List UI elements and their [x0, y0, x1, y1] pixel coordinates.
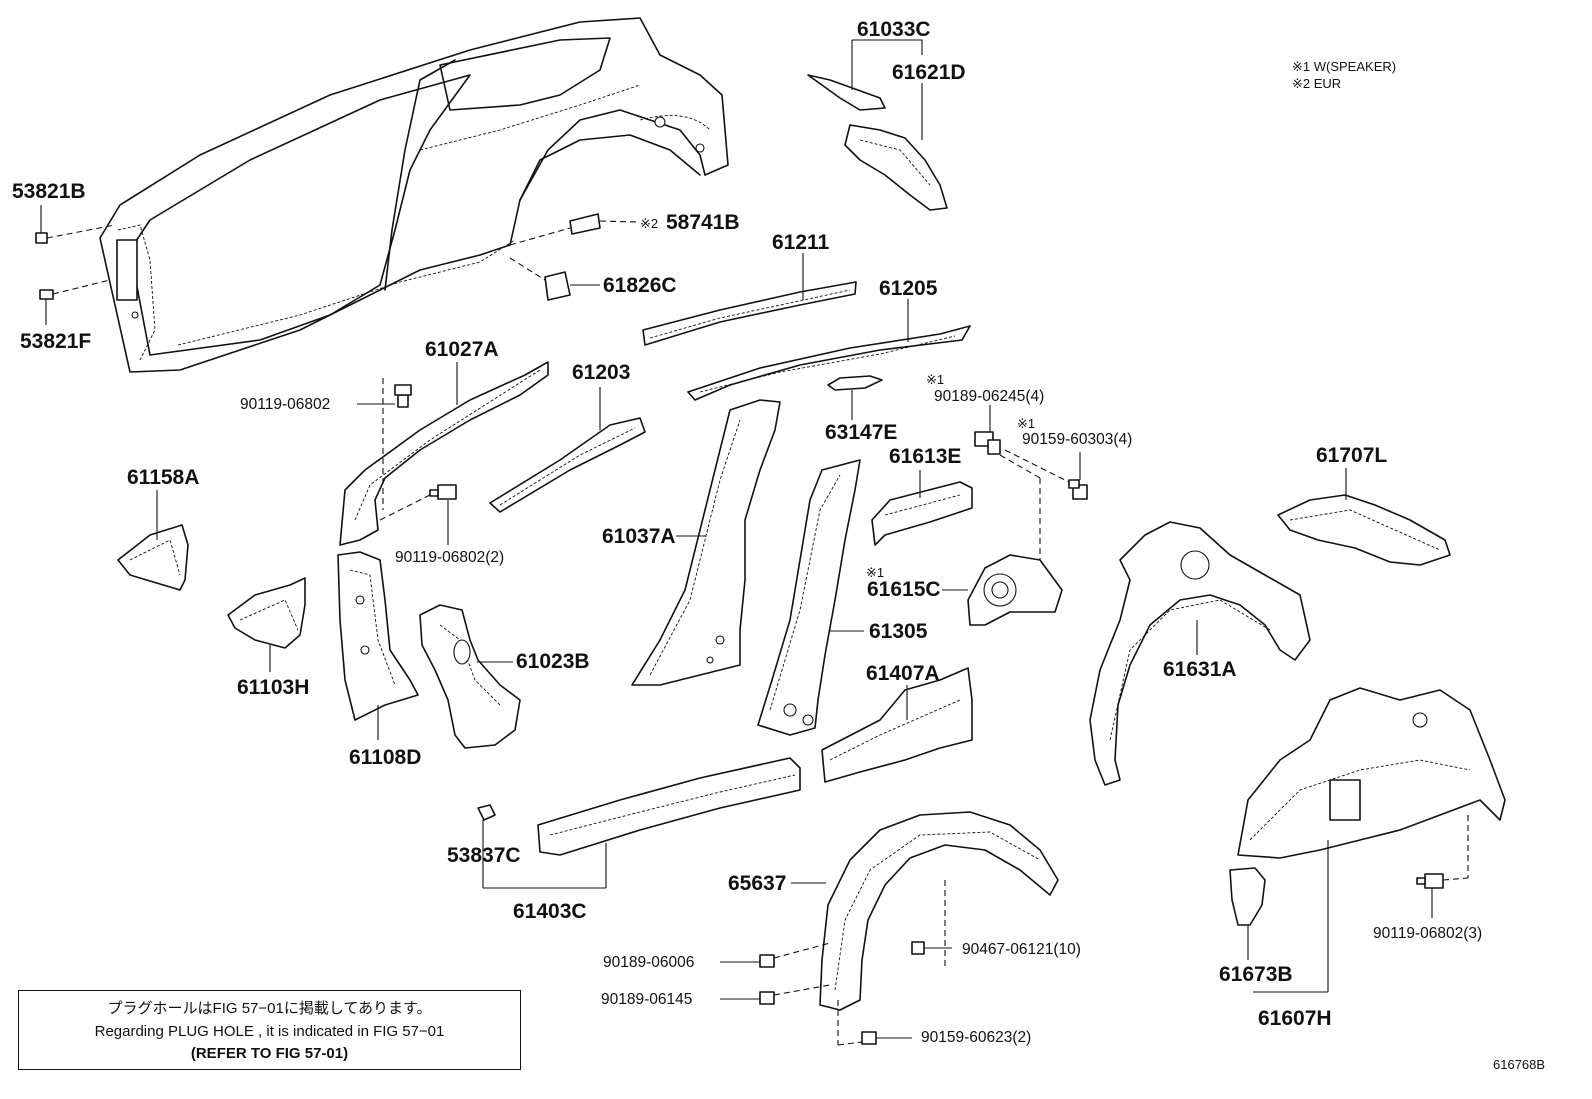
liner-65637-drawing	[791, 811, 1059, 1011]
label-90119-06802-top: 90119-06802	[240, 396, 330, 413]
label-61205: 61205	[879, 277, 938, 300]
nut-90159-60303-drawing	[1004, 449, 1088, 500]
bolt-90119-06802-3-drawing	[1416, 815, 1469, 918]
clip-53821F-drawing	[39, 279, 111, 325]
label-61615C: 61615C	[867, 578, 941, 601]
legend: ※1 W(SPEAKER) ※2 EUR	[1292, 58, 1396, 92]
label-90189-06006: 90189-06006	[603, 954, 694, 971]
clip-53837C-drawing	[477, 804, 496, 888]
label-61631A: 61631A	[1163, 658, 1237, 681]
label-58741B: 58741B	[666, 211, 740, 234]
clip-90189-06245-drawing	[974, 405, 1001, 455]
label-61037A: 61037A	[602, 525, 676, 548]
label-53821B: 53821B	[12, 180, 86, 203]
rail-61211-drawing	[642, 253, 857, 346]
note-english: Regarding PLUG HOLE , it is indicated in…	[94, 1023, 445, 1040]
label-61613E: 61613E	[889, 445, 961, 468]
mark-note2-58741B: ※2	[640, 216, 658, 231]
label-90189-06245: 90189-06245(4)	[934, 388, 1044, 405]
mark-note1-90189-06245: ※1	[926, 372, 944, 387]
label-61158A: 61158A	[127, 466, 199, 489]
note-refer: (REFER TO FIG 57-01)	[190, 1045, 349, 1062]
mark-note1-61615C: ※1	[866, 565, 884, 580]
label-90119-06802-3: 90119-06802(3)	[1373, 925, 1482, 942]
side-outer-panel-drawing	[99, 17, 729, 373]
label-61673B: 61673B	[1219, 963, 1293, 986]
label-61305: 61305	[869, 620, 928, 643]
legend-line-2: ※2 EUR	[1292, 76, 1342, 91]
legend-line-1: ※1 W(SPEAKER)	[1292, 59, 1397, 74]
label-61607H: 61607H	[1258, 1007, 1332, 1030]
label-61023B: 61023B	[516, 650, 590, 673]
label-61211: 61211	[772, 231, 830, 254]
label-65637: 65637	[728, 872, 786, 895]
bracket-61033C-drawing	[807, 39, 923, 111]
panel-61621D-drawing	[844, 83, 948, 211]
panel-61707L-drawing	[1277, 468, 1451, 566]
plate-61615C-drawing	[942, 454, 1063, 626]
label-61033C: 61033C	[857, 18, 931, 41]
pillar-61108D-drawing	[337, 551, 419, 740]
wheel-house-61607H-drawing	[1237, 687, 1506, 992]
label-61826C: 61826C	[603, 274, 677, 297]
bolt-90119-06802-top-drawing	[357, 378, 412, 510]
wheel-house-61631A-drawing	[1089, 521, 1311, 786]
clip-53821B-drawing	[35, 205, 116, 244]
rail-61203-drawing	[489, 387, 646, 513]
label-61621D: 61621D	[892, 61, 966, 84]
cap-61826C-drawing	[509, 257, 600, 301]
clip-90189-06145-drawing	[720, 984, 831, 1005]
bracket-61673B-drawing	[1229, 867, 1328, 993]
panel-61158A-drawing	[117, 490, 189, 591]
pillar-61305-drawing	[757, 459, 864, 736]
label-90467-06121: 90467-06121(10)	[962, 941, 1081, 958]
label-63147E: 63147E	[825, 421, 897, 444]
label-90189-06145: 90189-06145	[601, 991, 692, 1008]
panel-61103H-drawing	[227, 577, 306, 672]
bracket-61613E-drawing	[871, 470, 973, 546]
pillar-61027A-drawing	[339, 361, 549, 546]
panel-61023B-drawing	[419, 604, 521, 749]
clip-90189-06006-drawing	[720, 942, 831, 968]
pillar-61037A-drawing	[631, 399, 781, 686]
label-53821F: 53821F	[20, 330, 91, 353]
plug-hole-note-box: プラグホールはFIG 57−01に掲載してあります。 Regarding PLU…	[18, 990, 521, 1070]
note-japanese: プラグホールはFIG 57−01に掲載してあります。	[107, 1000, 432, 1017]
bolt-90119-06802-2-drawing	[379, 484, 457, 545]
label-61108D: 61108D	[349, 746, 421, 769]
nut-90159-60623-drawing	[837, 1000, 912, 1046]
label-61407A: 61407A	[866, 662, 940, 685]
nut-90467-06121-drawing	[911, 880, 952, 968]
label-90159-60623: 90159-60623(2)	[921, 1029, 1031, 1046]
label-61403C: 61403C	[513, 900, 587, 923]
label-61103H: 61103H	[237, 676, 309, 699]
label-61027A: 61027A	[425, 338, 499, 361]
bracket-63147E-drawing	[827, 375, 883, 420]
label-90119-06802-2: 90119-06802(2)	[395, 549, 504, 566]
label-53837C: 53837C	[447, 844, 521, 867]
figure-id: 616768B	[1493, 1057, 1546, 1072]
extension-61407A-drawing	[821, 667, 973, 783]
label-61707L: 61707L	[1316, 444, 1387, 467]
rail-61205-drawing	[687, 299, 971, 401]
mark-note1-90159-60303: ※1	[1017, 416, 1035, 431]
label-90159-60303: 90159-60303(4)	[1022, 431, 1132, 448]
rocker-61403C-drawing	[483, 757, 801, 889]
label-61203: 61203	[572, 361, 630, 384]
label-58741B-drawing	[509, 213, 639, 246]
